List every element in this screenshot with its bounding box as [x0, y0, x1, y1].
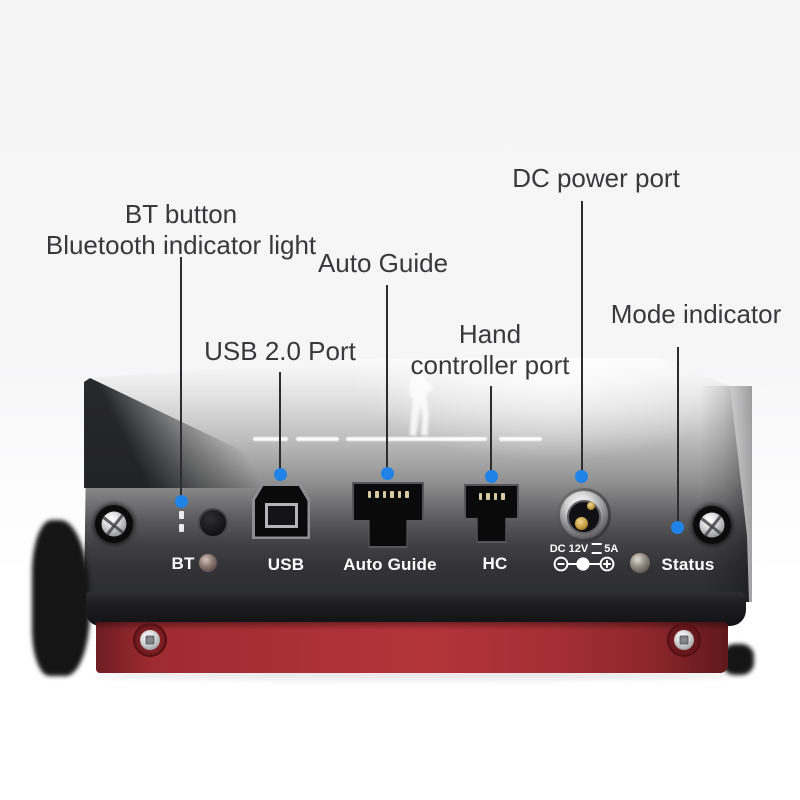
panel-bottom-bevel	[86, 592, 746, 626]
watermark-dash	[253, 437, 288, 441]
callout-label-line: DC power port	[512, 163, 680, 193]
panel-screw-right	[693, 506, 731, 544]
panel-screw-left	[95, 505, 133, 543]
callout-label-mode: Mode indicator	[611, 299, 782, 330]
bluetooth-indicator-led	[199, 554, 217, 572]
callout-label-line: controller port	[410, 350, 570, 380]
bt-marker-dash	[179, 524, 184, 532]
callout-label-line: BT button	[124, 199, 238, 229]
dc-jack-pin	[575, 517, 588, 530]
callout-line-autoguide	[386, 285, 388, 469]
callout-dot-dc	[575, 470, 588, 483]
callout-dot-bt	[175, 495, 188, 508]
callout-dot-autoguide	[381, 467, 394, 480]
person-silhouette-watermark-icon	[409, 364, 433, 436]
callout-label-autoguide: Auto Guide	[318, 248, 448, 279]
dc-symbol-icon	[591, 543, 602, 554]
panel-label-autoguide: Auto Guide	[343, 555, 437, 574]
callout-label-hc: Hand controller port	[411, 319, 570, 381]
callout-label-usb: USB 2.0 Port	[204, 336, 356, 367]
tripod-knob-blur	[32, 520, 90, 676]
callout-line-dc	[581, 201, 583, 473]
polarity-icon	[553, 556, 615, 572]
callout-line-bt	[180, 257, 182, 497]
callout-line-usb	[279, 372, 281, 470]
callout-line-mode	[677, 347, 679, 523]
watermark-dash	[499, 437, 542, 441]
bt-marker-dash	[179, 511, 184, 519]
dc-spec-prefix: DC 12V	[549, 543, 589, 555]
red-body-screw-right	[667, 623, 701, 657]
callout-dot-mode	[671, 521, 684, 534]
dc-spec-suffix: 5A	[604, 543, 619, 555]
screw-head	[140, 630, 160, 650]
dc-jack-pin	[587, 502, 595, 510]
screw-head	[699, 512, 725, 538]
autoguide-port-pins	[352, 491, 424, 498]
callout-label-line: USB 2.0 Port	[204, 336, 356, 366]
usb-port-cavity	[254, 485, 308, 537]
panel-label-dc-spec: DC 12V 5A	[549, 543, 619, 555]
callout-label-line: Auto Guide	[317, 248, 449, 278]
callout-dot-hc	[485, 470, 498, 483]
panel-label-usb: USB	[267, 555, 305, 574]
hand-controller-port-pins	[464, 493, 519, 500]
mount-red-body	[96, 622, 728, 673]
panel-label-status: Status	[661, 555, 715, 574]
usb-port	[252, 483, 310, 539]
dc-power-jack	[557, 488, 611, 542]
callout-label-line: Hand	[458, 319, 522, 349]
panel-label-hc: HC	[482, 554, 508, 573]
usb-port-tongue	[264, 502, 298, 528]
callout-label-bt: BT button Bluetooth indicator light	[46, 199, 316, 261]
screw-head	[674, 630, 694, 650]
callout-label-line: Mode indicator	[610, 299, 782, 329]
right-edge-shading	[700, 386, 752, 602]
mode-indicator-led	[630, 553, 650, 573]
watermark-dash	[296, 437, 339, 441]
screw-head	[101, 511, 127, 537]
bt-button	[198, 508, 228, 538]
ground-shadow	[95, 671, 735, 680]
red-body-screw-left	[133, 623, 167, 657]
callout-dot-usb	[274, 468, 287, 481]
watermark-dash	[346, 437, 487, 441]
callout-label-dc: DC power port	[512, 163, 680, 194]
callout-line-hc	[490, 386, 492, 472]
panel-label-bt: BT	[171, 554, 195, 573]
callout-label-line: Bluetooth indicator light	[45, 230, 317, 260]
